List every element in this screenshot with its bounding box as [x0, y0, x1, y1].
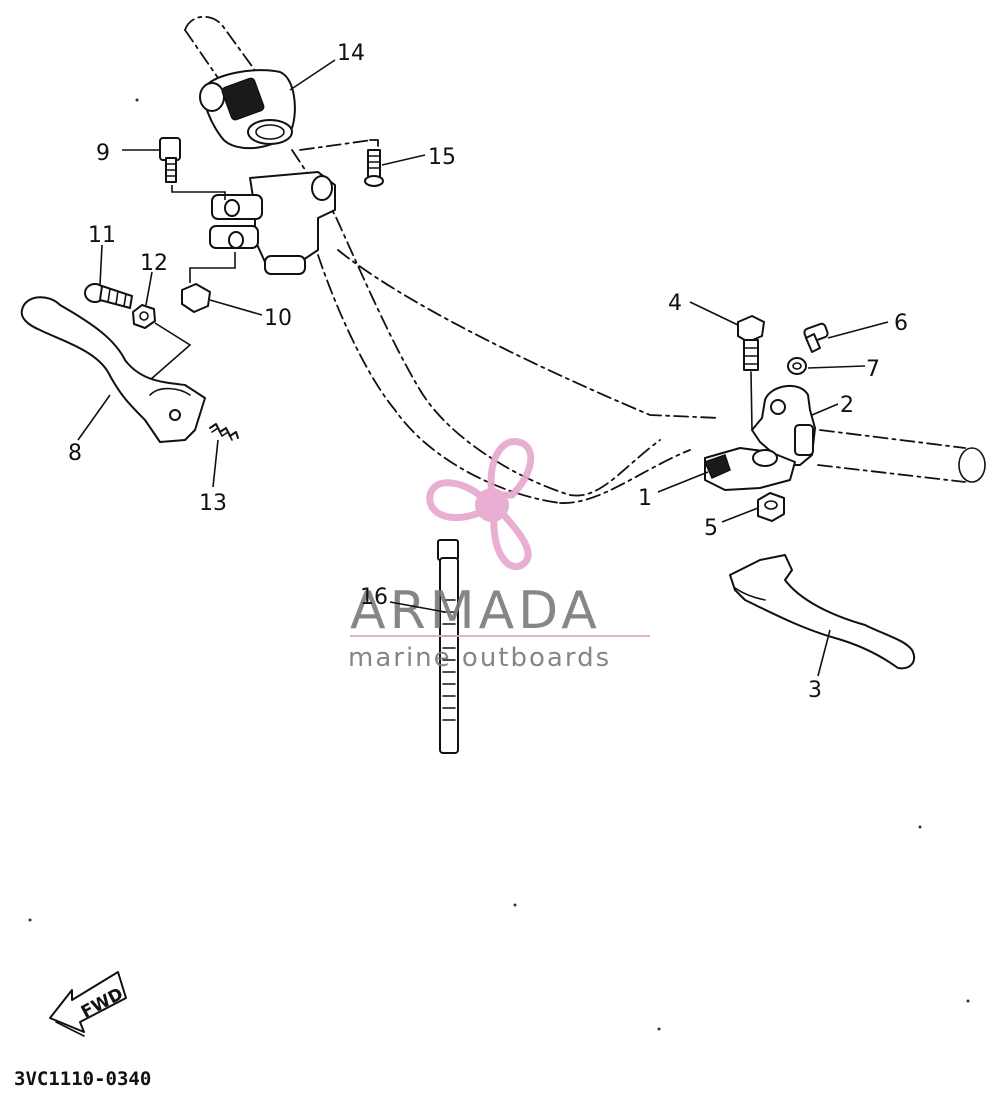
lever-part-3 [729, 554, 916, 670]
lever-part-8 [20, 296, 206, 443]
callout-11: 11 [88, 223, 116, 248]
callout-12: 12 [140, 251, 168, 276]
callout-1: 1 [638, 486, 652, 511]
throttle-grip-assembly [199, 69, 296, 150]
diagram-code: 3VC1110-0340 [14, 1068, 151, 1090]
callout-15: 15 [428, 145, 456, 170]
nut-part-10 [181, 252, 236, 313]
watermark: ARMADA marine outboards [348, 438, 650, 673]
lever-bracket-part-1 [703, 447, 796, 491]
bolt-part-11 [84, 283, 133, 309]
nut-part-5 [757, 492, 785, 522]
scan-specks [28, 98, 970, 1031]
callout-3: 3 [808, 678, 822, 703]
callout-5: 5 [704, 516, 718, 541]
propeller-logo-icon [426, 438, 535, 571]
washer-part-7 [787, 357, 807, 375]
callout-14: 14 [337, 41, 365, 66]
cable-tie-part-16 [437, 539, 459, 754]
lever-holder-part-2 [751, 385, 816, 466]
screw-part-6 [803, 322, 829, 353]
watermark-brand: ARMADA [350, 581, 601, 641]
callout-13: 13 [199, 491, 227, 516]
screw-part-15 [364, 149, 384, 187]
callout-4: 4 [668, 291, 682, 316]
callout-16: 16 [360, 585, 388, 610]
callout-6: 6 [894, 311, 908, 336]
callout-2: 2 [840, 393, 854, 418]
nut-part-12 [132, 304, 192, 381]
watermark-tagline: marine outboards [348, 643, 611, 673]
leader-lines [77, 59, 889, 677]
bolt-part-4 [737, 315, 765, 431]
callout-7: 7 [866, 357, 880, 382]
lever-bracket-left [209, 171, 336, 275]
forward-arrow-icon: FWD [49, 971, 127, 1037]
callout-8: 8 [68, 441, 82, 466]
bolt-part-9 [159, 137, 226, 200]
callouts: 1 2 3 4 5 6 7 8 9 10 11 12 13 14 15 16 [68, 41, 908, 703]
handlebar [184, 16, 986, 504]
callout-10: 10 [264, 306, 292, 331]
callout-9: 9 [96, 141, 110, 166]
spring-part-13 [209, 423, 239, 441]
